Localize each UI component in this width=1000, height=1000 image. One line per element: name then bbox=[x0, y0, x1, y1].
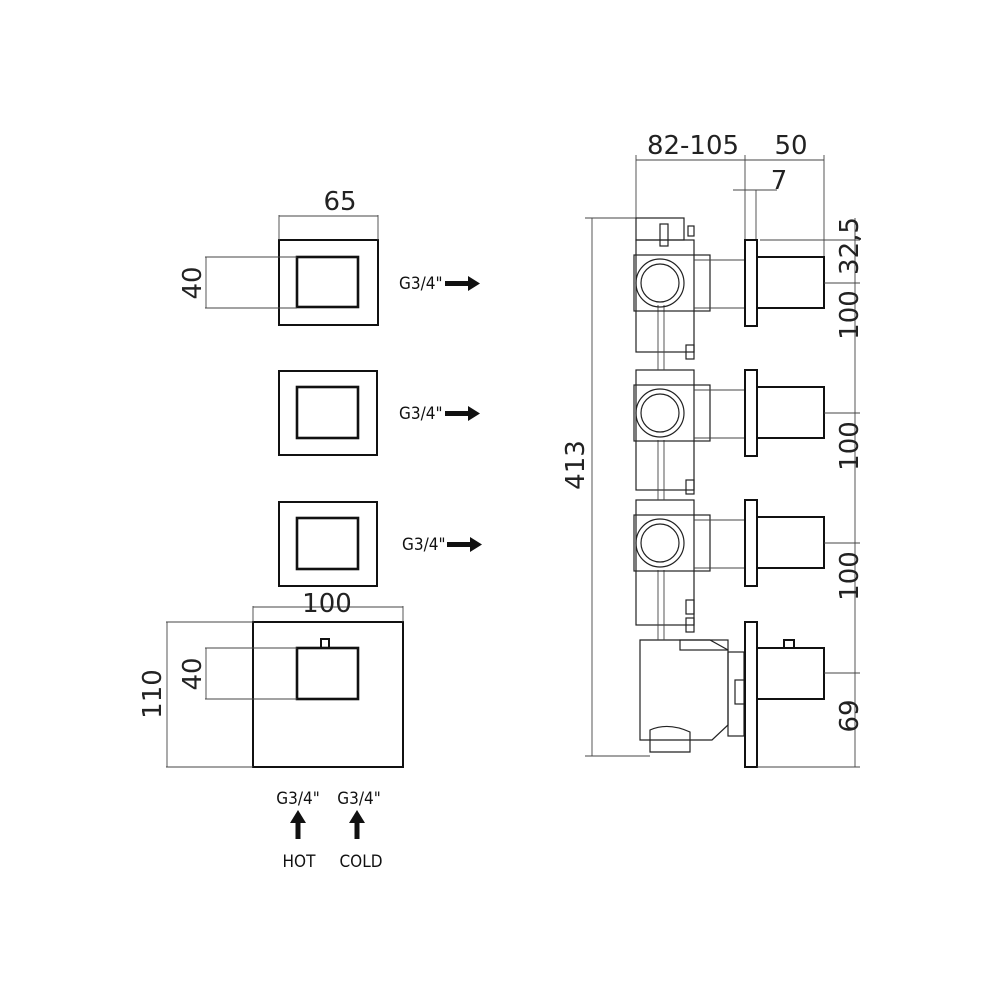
dim-spacing-2: 100 bbox=[835, 421, 865, 471]
side-thermostat-handle bbox=[744, 621, 825, 768]
dim-thermo-handle: 40 bbox=[178, 657, 208, 690]
side-handle-2 bbox=[744, 369, 825, 457]
side-handle-3 bbox=[744, 499, 825, 587]
dim-spacing-3: 100 bbox=[835, 551, 865, 601]
front-thermostat bbox=[166, 606, 404, 768]
inlet-cold-size: G3/4" bbox=[337, 789, 381, 809]
dim-protrusion: 50 bbox=[774, 131, 807, 161]
dim-thermo-width: 100 bbox=[302, 589, 352, 619]
outlet-label-2: G3/4" bbox=[399, 404, 443, 424]
side-top-dimensions bbox=[635, 155, 825, 260]
inlet-cold-arrow bbox=[349, 810, 365, 839]
outlet-label-1: G3/4" bbox=[399, 274, 443, 294]
side-right-dimensions bbox=[757, 218, 860, 768]
dim-bottom: 69 bbox=[835, 699, 865, 732]
dim-thermo-height: 110 bbox=[138, 669, 168, 719]
inlet-hot-label: HOT bbox=[283, 852, 317, 872]
side-handle-1 bbox=[744, 239, 825, 327]
inlet-cold-label: COLD bbox=[339, 852, 382, 872]
inlet-hot-arrow bbox=[290, 810, 306, 839]
front-valve-2 bbox=[278, 370, 378, 456]
dim-total-height: 413 bbox=[561, 440, 591, 490]
outlet-arrow-2 bbox=[445, 406, 480, 421]
outlet-arrow-1 bbox=[445, 276, 480, 291]
outlet-arrow-3 bbox=[447, 537, 482, 552]
dim-valve-handle: 40 bbox=[178, 266, 208, 299]
side-height-dimension bbox=[585, 217, 650, 757]
side-cartridge-3 bbox=[633, 514, 745, 572]
side-cartridge-1 bbox=[633, 254, 745, 312]
dim-valve-width: 65 bbox=[323, 187, 356, 217]
side-valve-body bbox=[635, 217, 746, 753]
side-cartridge-2 bbox=[633, 384, 745, 442]
dim-plate: 7 bbox=[771, 166, 788, 196]
front-valve-1 bbox=[205, 215, 379, 326]
dim-depth-range: 82-105 bbox=[647, 131, 739, 161]
front-valve-3 bbox=[278, 501, 378, 587]
inlet-hot-size: G3/4" bbox=[276, 789, 320, 809]
outlet-label-3: G3/4" bbox=[402, 535, 446, 555]
dim-top-offset: 32,5 bbox=[835, 217, 865, 275]
dim-spacing-1: 100 bbox=[835, 290, 865, 340]
